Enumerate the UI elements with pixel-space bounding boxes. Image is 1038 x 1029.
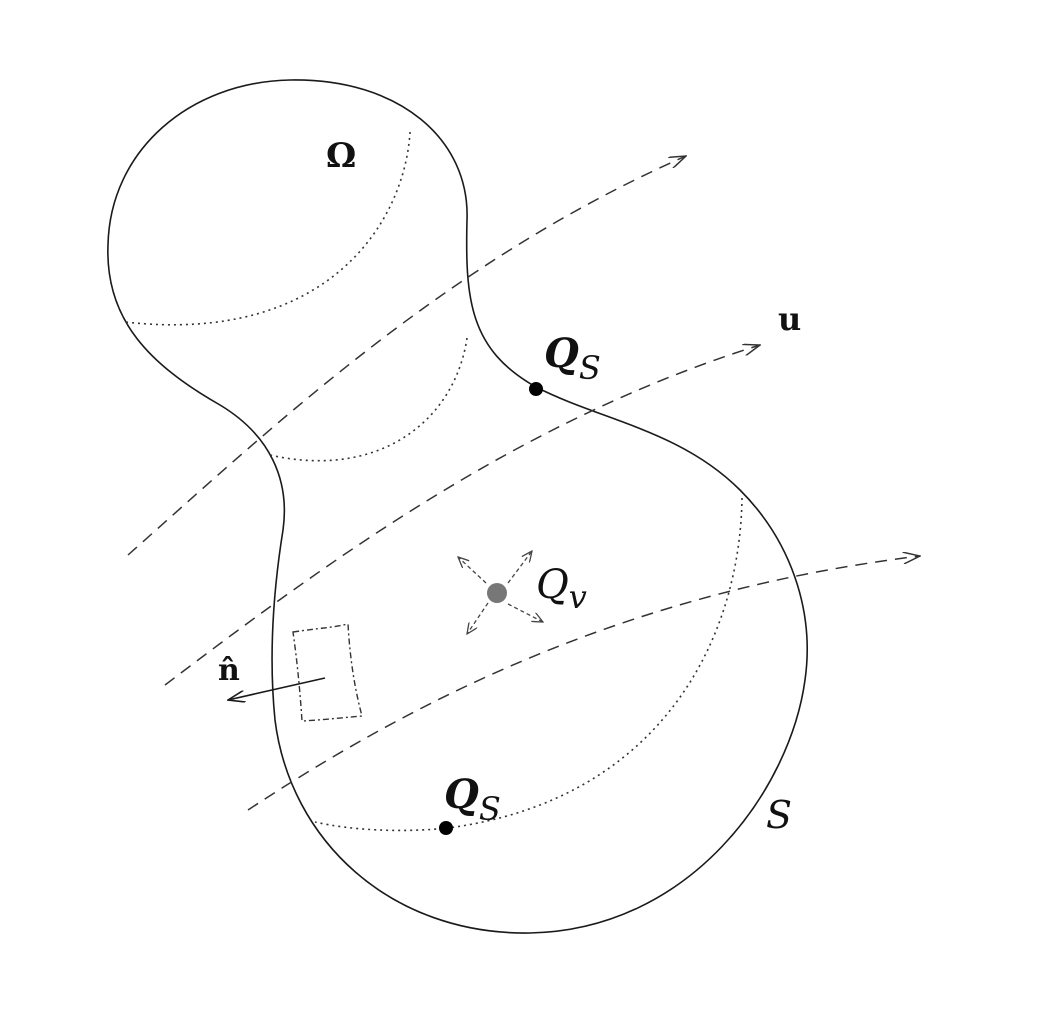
region-label: Ω xyxy=(326,136,356,176)
surface-patch xyxy=(292,623,363,722)
section-curve-neck xyxy=(269,337,468,462)
normal-vector-arrow xyxy=(228,677,326,700)
volume-source-label-main: Q xyxy=(536,562,569,608)
source-label-upper-main: Q xyxy=(544,330,579,377)
streamline-1 xyxy=(127,156,686,556)
surface-source-point-upper xyxy=(529,382,543,396)
section-curve-bottom xyxy=(314,497,743,832)
volume-source-label: Qv xyxy=(536,562,587,616)
source-label-lower: QS xyxy=(444,771,501,828)
surface-source-point-lower xyxy=(439,821,453,835)
source-label-upper-sub: S xyxy=(579,349,601,387)
volume-source-point xyxy=(487,583,507,603)
streamline-2 xyxy=(164,345,760,686)
volume-source-label-sub: v xyxy=(569,578,587,616)
normal-label: n̂ xyxy=(218,653,240,688)
body-outline xyxy=(107,79,808,934)
volume-source-arrows xyxy=(458,551,543,634)
source-label-lower-sub: S xyxy=(479,790,501,828)
section-curve-top xyxy=(124,131,411,326)
velocity-label: u xyxy=(778,300,801,338)
source-label-lower-main: Q xyxy=(444,771,479,818)
surface-label: S xyxy=(766,793,792,837)
source-label-upper: QS xyxy=(544,330,601,387)
streamline-3 xyxy=(247,556,920,811)
